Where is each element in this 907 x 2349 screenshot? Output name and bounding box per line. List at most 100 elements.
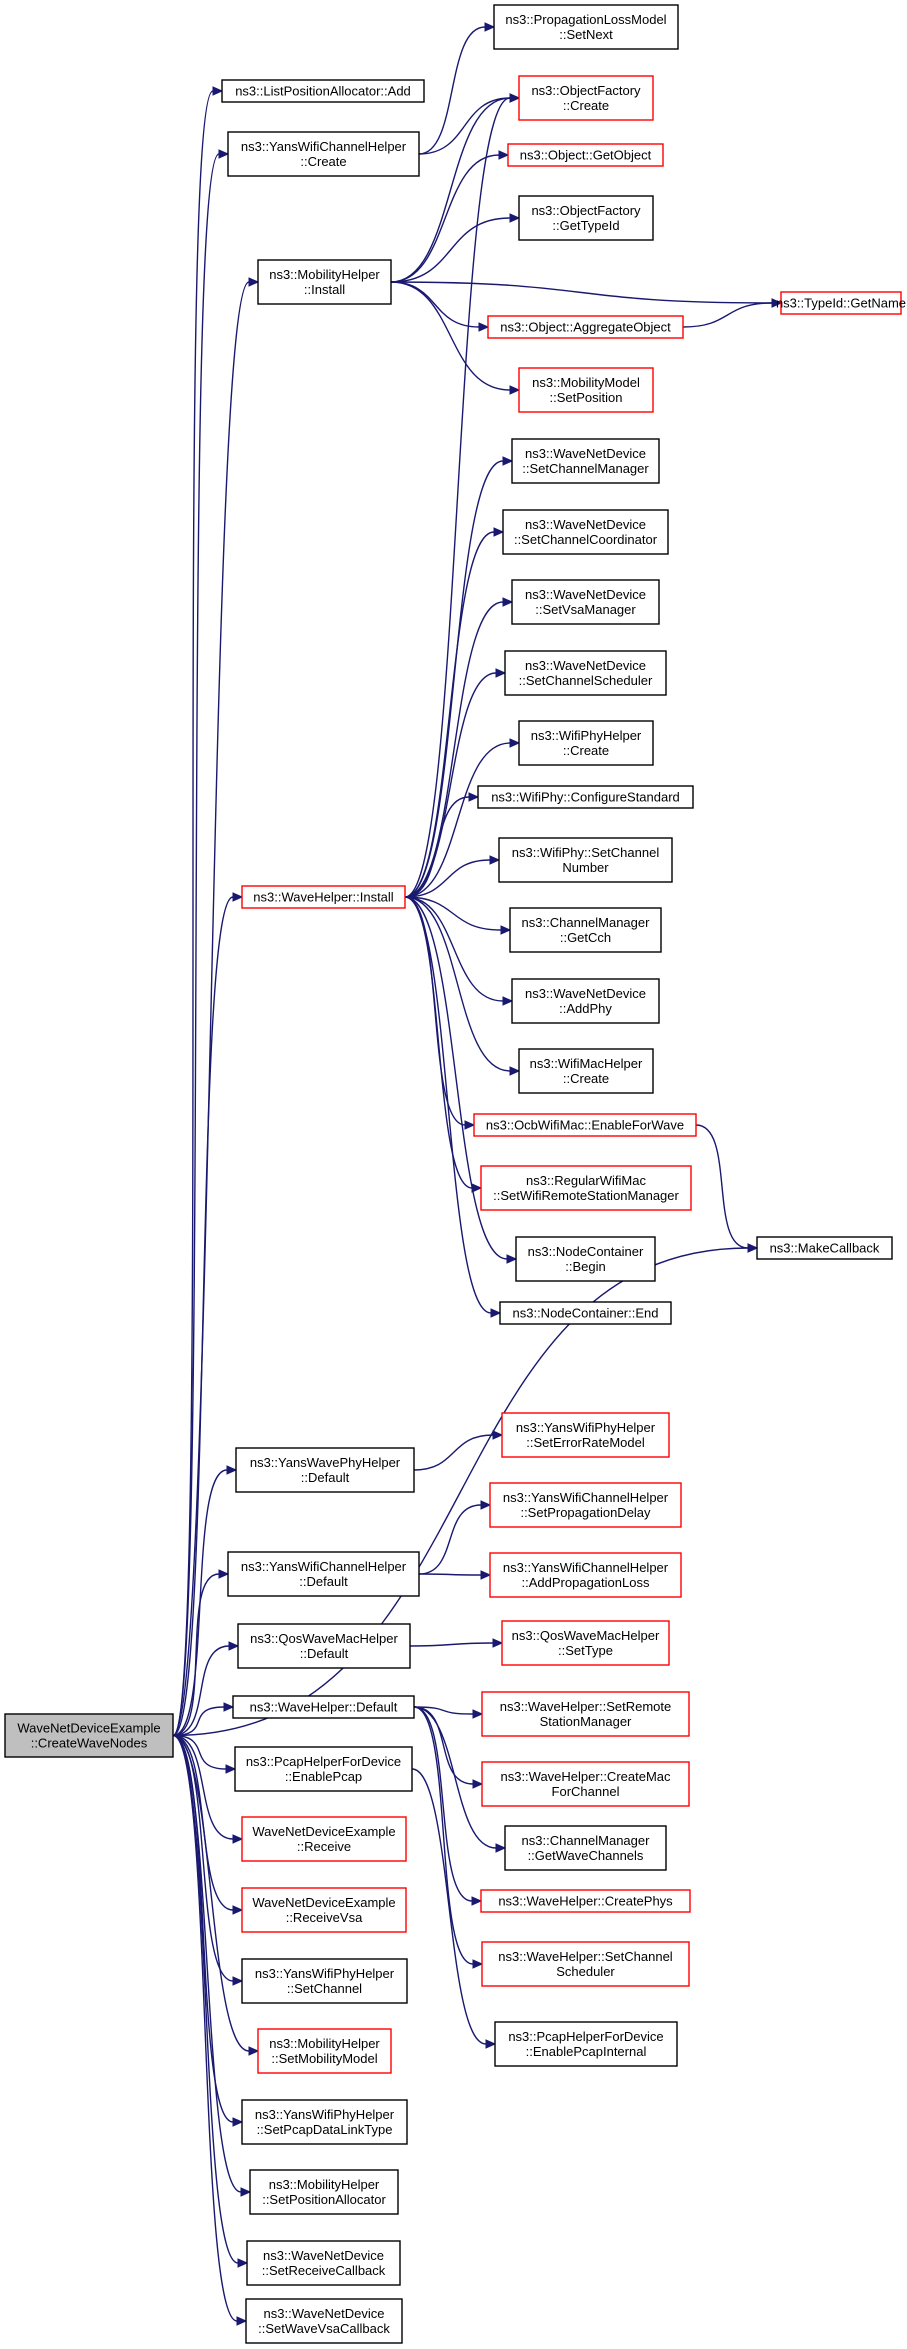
graph-node[interactable]: ns3::WaveHelper::SetChannelScheduler [481,1941,690,1987]
graph-node[interactable]: ns3::YansWifiChannelHelper::SetPropagati… [489,1482,682,1528]
node-label-line: ns3::QosWaveMacHelper [250,1631,398,1646]
graph-node[interactable]: ns3::NodeContainer::End [499,1301,672,1325]
graph-node[interactable]: ns3::Object::GetObject [507,143,664,167]
graph-node[interactable]: ns3::YansWifiPhyHelper::SetErrorRateMode… [501,1412,670,1458]
node-box [241,1958,408,2004]
node-label-line: ::SetMobilityModel [271,2051,377,2066]
graph-node[interactable]: ns3::MakeCallback [756,1236,893,1260]
node-label-line: ns3::NodeContainer::End [513,1306,659,1321]
node-label-line: ::SetReceiveCallback [262,2263,386,2278]
graph-node[interactable]: ns3::ObjectFactory::GetTypeId [518,195,654,241]
graph-node[interactable]: ns3::YansWifiChannelHelper::Default [227,1551,420,1597]
edge-wavehelper_install-to-wifiphy_configstd [404,792,480,898]
edge-root-to-qoswavemac_default [172,1641,240,1737]
edge-root-to-example_receivevsa [172,1734,244,1915]
graph-node[interactable]: ns3::MobilityModel::SetPosition [518,367,654,413]
edge-wavehelper_install-to-wnd_setvsamgr [404,597,514,898]
node-label-line: ns3::WifiPhy::ConfigureStandard [491,790,680,805]
node-label-line: ::SetChannel [287,1981,362,1996]
graph-node[interactable]: ns3::WaveNetDevice::SetChannelScheduler [504,650,667,696]
graph-node[interactable]: ns3::PcapHelperForDevice::EnablePcap [234,1746,413,1792]
graph-node[interactable]: ns3::YansWifiChannelHelper::AddPropagati… [489,1552,682,1598]
graph-node[interactable]: ns3::WaveNetDevice::SetReceiveCallback [246,2240,401,2286]
graph-node[interactable]: ns3::ListPositionAllocator::Add [221,79,425,103]
graph-node[interactable]: ns3::WifiPhyHelper::Create [518,720,654,766]
node-label-line: ns3::OcbWifiMac::EnableForWave [486,1118,684,1133]
node-box [249,2169,399,2215]
edge-root-to-wnd_setwavevsacb [172,1734,248,2326]
graph-node[interactable]: ns3::NodeContainer::Begin [515,1236,656,1282]
node-label-line: ::Default [301,1470,350,1485]
graph-node[interactable]: ns3::WaveHelper::Install [241,885,406,909]
edge-line [404,896,492,1314]
node-box [515,1236,656,1282]
node-label-line: ns3::ObjectFactory [531,83,641,98]
node-label-line: ns3::ChannelManager [522,915,651,930]
edge-line [390,281,511,391]
edge-root-to-mobility_setposalloc [172,1734,252,2197]
node-box [241,885,406,909]
graph-node[interactable]: ns3::WifiPhy::ConfigureStandard [477,785,694,809]
graph-node[interactable]: ns3::YansWifiPhyHelper::SetChannel [241,1958,408,2004]
node-label-line: ::GetCch [560,930,611,945]
graph-node[interactable]: ns3::PropagationLossModel::SetNext [493,4,679,50]
node-box [518,195,654,241]
edge-line [404,97,511,898]
graph-node[interactable]: ns3::WaveNetDevice::SetWaveVsaCallback [245,2298,403,2344]
node-label-line: ns3::MobilityHelper [269,2177,380,2192]
graph-node[interactable]: ns3::ChannelManager::GetWaveChannels [504,1825,667,1871]
graph-node[interactable]: ns3::WaveHelper::CreatePhys [480,1889,691,1913]
graph-node[interactable]: ns3::MobilityHelper::Install [257,259,392,305]
graph-node[interactable]: ns3::WaveNetDevice::AddPhy [511,978,660,1024]
edge-arrowhead [225,1764,237,1774]
node-label-line: ::SetPositionAllocator [262,2192,386,2207]
edge-arrowhead [471,1896,483,1906]
node-label-line: ::GetTypeId [552,218,619,233]
graph-node[interactable]: ns3::TypeId::GetName [776,291,906,315]
graph-node[interactable]: WaveNetDeviceExample::Receive [241,1816,407,1862]
edge-arrowhead [472,1779,484,1789]
node-label-line: ::AddPropagationLoss [522,1575,650,1590]
graph-node[interactable]: ns3::YansWifiChannelHelper::Create [227,131,420,177]
node-box [499,1301,672,1325]
node-label-line: ::Create [563,1071,609,1086]
graph-node[interactable]: ns3::WaveNetDevice::SetChannelManager [511,438,660,484]
graph-node[interactable]: ns3::ObjectFactory::Create [518,75,654,121]
graph-node[interactable]: ns3::WaveNetDevice::SetChannelCoordinato… [502,509,669,555]
node-label-line: ::GetWaveChannels [528,1848,644,1863]
node-label-line: ns3::YansWifiChannelHelper [503,1560,669,1575]
node-box [501,1412,670,1458]
node-label-line: ns3::NodeContainer [528,1244,644,1259]
node-box [245,2298,403,2344]
node-box [232,1695,415,1719]
graph-node[interactable]: ns3::WaveHelper::Default [232,1695,415,1719]
edge-line [682,302,773,328]
graph-node[interactable]: ns3::MobilityHelper::SetMobilityModel [257,2028,392,2074]
node-label-line: ns3::YansWifiPhyHelper [255,1966,395,1981]
node-label-line: ::SetChannelManager [522,461,649,476]
edge-line [390,281,480,328]
graph-node[interactable]: ns3::ChannelManager::GetCch [509,907,662,953]
graph-node[interactable]: ns3::RegularWifiMac::SetWifiRemoteStatio… [480,1165,692,1211]
graph-node[interactable]: ns3::YansWifiPhyHelper::SetPcapDataLinkT… [241,2099,408,2145]
graph-node[interactable]: ns3::OcbWifiMac::EnableForWave [473,1113,697,1137]
graph-node[interactable]: ns3::QosWaveMacHelper::Default [237,1623,411,1669]
graph-node[interactable]: ns3::WaveNetDevice::SetVsaManager [511,579,660,625]
edge-wavehelper_default-to-wavehelper_setrsm [413,1706,484,1719]
graph-node[interactable]: WaveNetDeviceExample::ReceiveVsa [241,1887,407,1933]
node-label-line: ns3::TypeId::GetName [776,296,906,311]
graph-node[interactable]: ns3::PcapHelperForDevice::EnablePcapInte… [494,2021,678,2067]
graph-node[interactable]: ns3::YansWavePhyHelper::Default [235,1447,415,1493]
edges-layer [172,22,783,2326]
graph-node[interactable]: ns3::QosWaveMacHelper::SetType [501,1620,670,1666]
node-box [227,1551,420,1597]
graph-node[interactable]: ns3::MobilityHelper::SetPositionAllocato… [249,2169,399,2215]
edge-line [172,1734,242,2193]
node-box [501,1620,670,1666]
graph-node[interactable]: ns3::Object::AggregateObject [487,315,684,339]
graph-node[interactable]: ns3::WifiMacHelper::Create [518,1048,654,1094]
